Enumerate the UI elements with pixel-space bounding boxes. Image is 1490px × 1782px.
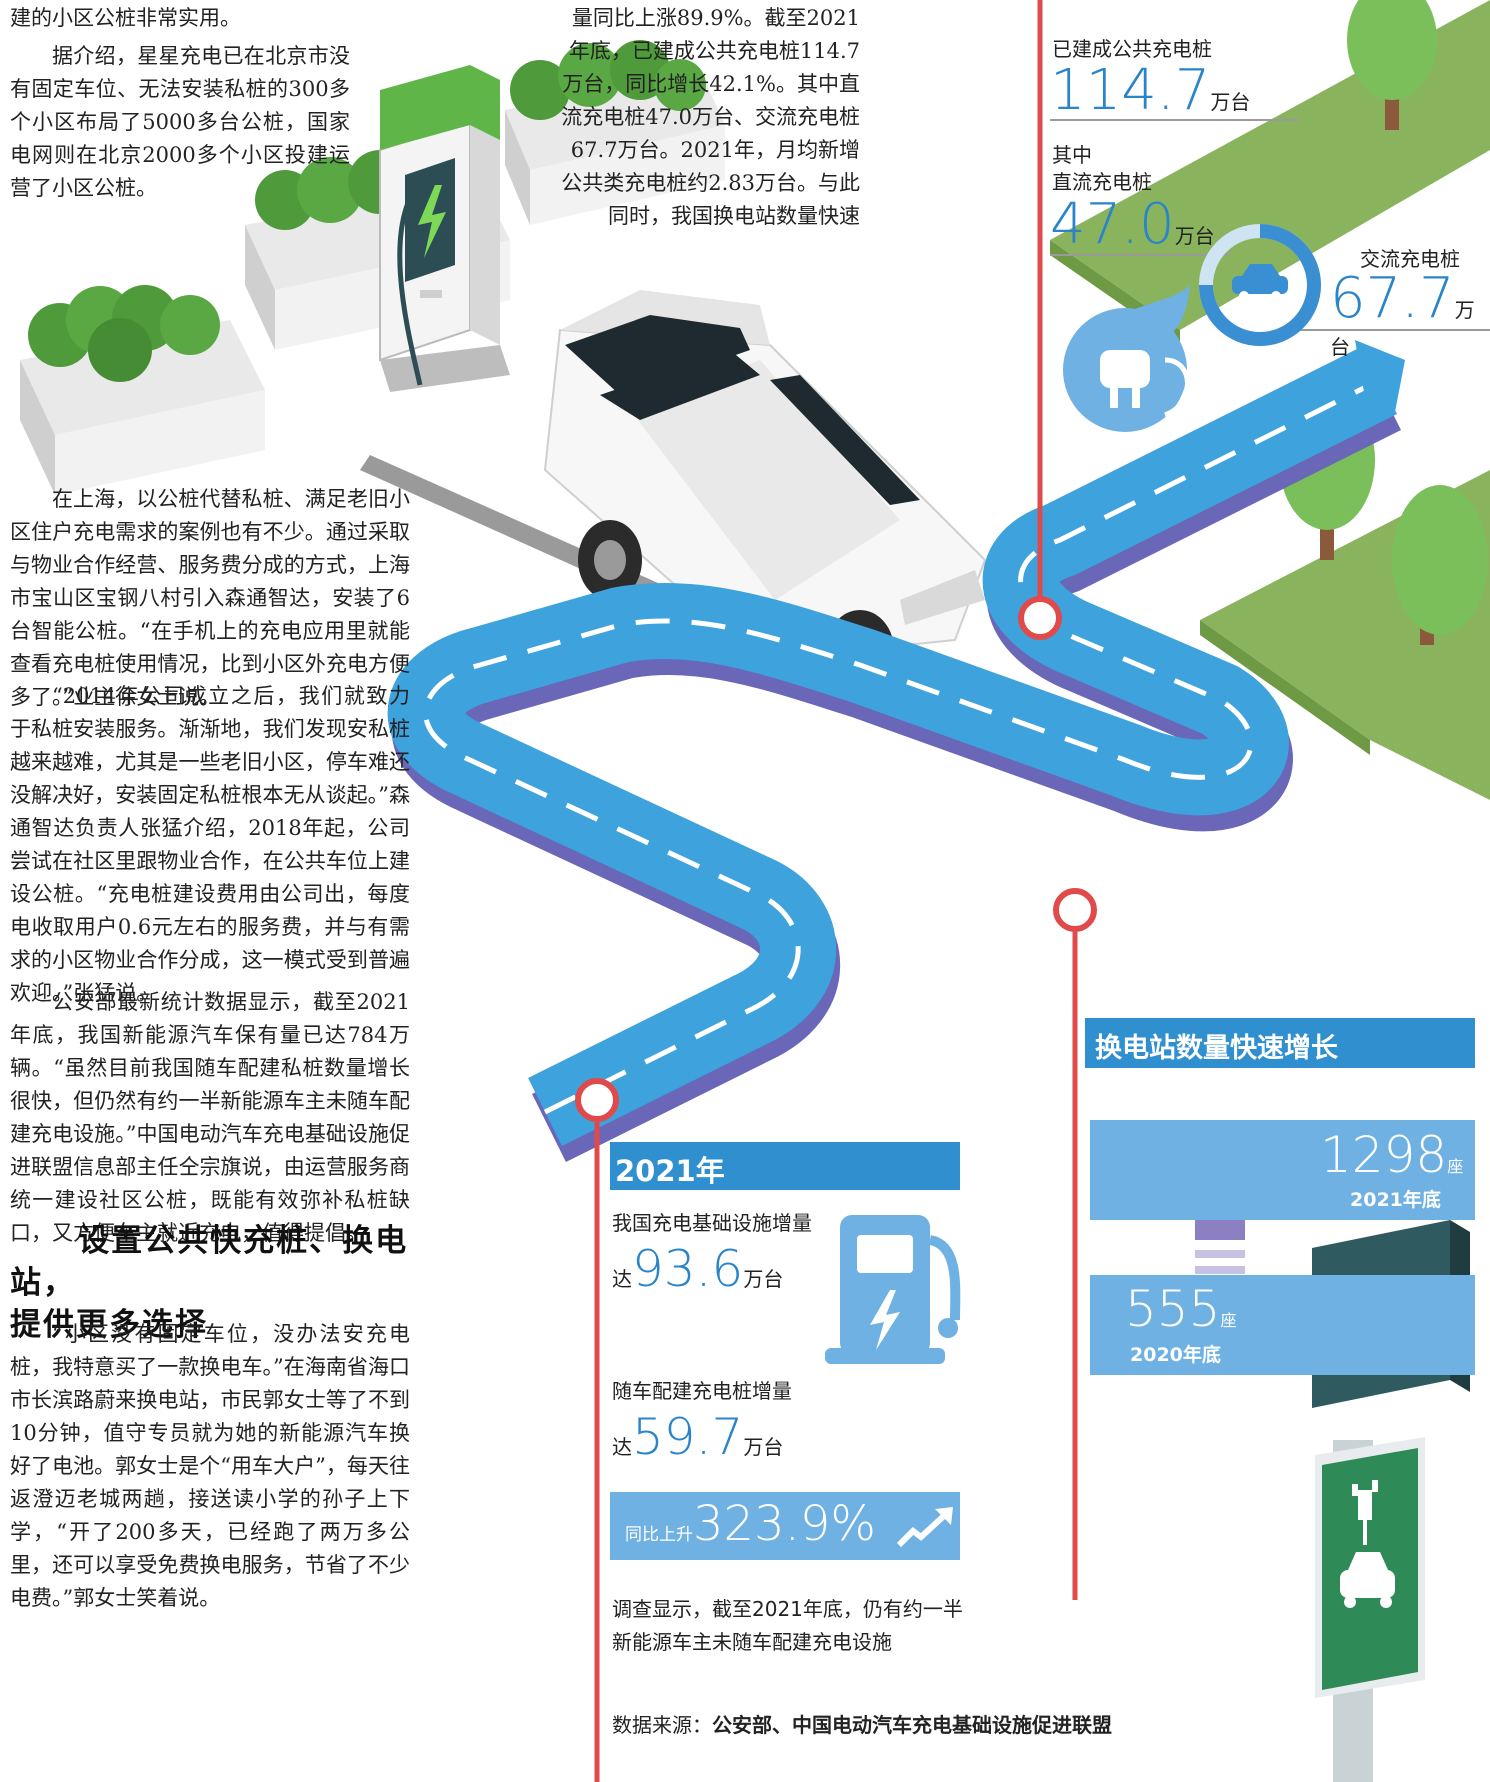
swap-2020-label: 2020年底 xyxy=(1130,1344,1221,1366)
charging-station-illustration xyxy=(379,65,510,392)
article-paragraph-bottom: “小区没有固定车位，没办法安充电桩，我特意买了一款换电车。”在海南省海口市长滨路… xyxy=(10,1322,410,1610)
trend-arrow-icon xyxy=(896,1507,953,1548)
swap-2021-panel xyxy=(1090,1120,1475,1220)
increase-reach: 达 xyxy=(612,1267,632,1291)
timeline-marker-3 xyxy=(575,1078,619,1122)
data-source: 数据来源：公安部、中国电动汽车充电基础设施促进联盟 xyxy=(612,1712,1112,1739)
section-heading-line-2: 提供更多选择 xyxy=(10,1307,208,1343)
dc-unit: 万台 xyxy=(1174,224,1215,248)
article-paragraph-mid-2: “2014年公司成立之后，我们就致力于私桩安装服务。渐渐地，我们发现安私桩越来越… xyxy=(10,684,410,1005)
swap-2021-stat: 1298座 xyxy=(1320,1126,1463,1184)
planter-left xyxy=(20,285,265,495)
dc-stat: 47.0万台 xyxy=(1050,192,1215,257)
public-piles-value: 114.7 xyxy=(1050,58,1211,123)
trees xyxy=(1279,0,1488,645)
vehicle-unit: 万台 xyxy=(743,1435,784,1459)
ac-unit: 万台 xyxy=(1330,298,1475,359)
dc-value: 47.0 xyxy=(1050,192,1175,257)
dc-label: 其中 直流充电桩 xyxy=(1052,143,1152,194)
increase-value: 93.6 xyxy=(632,1240,744,1298)
yoy-stat: 同比上升323.9% xyxy=(625,1496,876,1552)
year-banner xyxy=(610,1142,960,1190)
timeline-marker-2 xyxy=(1053,888,1097,932)
ac-value: 67.7 xyxy=(1330,266,1455,331)
swap-2021-unit: 座 xyxy=(1447,1157,1464,1176)
planter-right xyxy=(505,40,725,225)
year-banner-title: 2021年 xyxy=(615,1154,725,1188)
car-illustration xyxy=(543,290,987,690)
yoy-value: 323.9% xyxy=(693,1496,877,1552)
increase-label: 我国充电基础设施增量 xyxy=(612,1211,812,1235)
swap-2020-panel xyxy=(1090,1275,1475,1375)
yoy-label: 同比上升 xyxy=(625,1525,693,1545)
timeline xyxy=(575,0,1097,1782)
vehicle-stat: 达59.7万台 xyxy=(612,1408,783,1466)
charging-station-icon xyxy=(825,1215,961,1364)
swap-banner-title: 换电站数量快速增长 xyxy=(1095,1033,1338,1064)
data-source-value: 公安部、中国电动汽车充电基础设施促进联盟 xyxy=(712,1713,1112,1737)
survey-note: 调查显示，截至2021年底，仍有约一半 新能源车主未随车配建充电设施 xyxy=(612,1597,963,1654)
article-paragraph-mid-1: 在上海，以公桩代替私桩、满足老旧小区住户充电需求的案例也有不少。通过采取与物业合… xyxy=(10,487,410,709)
data-source-label: 数据来源： xyxy=(612,1713,712,1737)
road xyxy=(387,340,1405,1163)
leaf-plug-icon xyxy=(1063,285,1190,432)
public-piles-stat: 114.7万台 xyxy=(1050,58,1250,123)
increase-unit: 万台 xyxy=(743,1267,784,1291)
section-heading-line-1: 设置公共快充桩、换电站， xyxy=(10,1223,409,1301)
ev-charging-sign-icon xyxy=(1315,1437,1425,1698)
article-paragraph-mid-3: 公安部最新统计数据显示，截至2021年底，我国新能源汽车保有量已达784万辆。“… xyxy=(10,990,410,1245)
car-icon xyxy=(1199,224,1321,346)
section-heading: 设置公共快充桩、换电站， 提供更多选择 xyxy=(10,1220,430,1346)
timeline-marker-1 xyxy=(1018,596,1062,640)
article-paragraph-top-right: 量同比上涨89.9%。截至2021年底，已建成公共充电桩114.7万台，同比增长… xyxy=(561,6,860,228)
vehicle-reach: 达 xyxy=(612,1435,632,1459)
swap-2020-stat: 555座 xyxy=(1125,1280,1236,1338)
swap-banner xyxy=(1085,1018,1475,1068)
road-arrow-head xyxy=(1355,340,1405,412)
vehicle-label: 随车配建充电桩增量 xyxy=(612,1379,792,1403)
ac-label: 交流充电桩 xyxy=(1360,247,1460,271)
swap-2020-value: 555 xyxy=(1125,1280,1221,1338)
swap-2020-unit: 座 xyxy=(1220,1311,1237,1330)
ac-stat: 67.7万台 xyxy=(1330,266,1490,360)
public-piles-unit: 万台 xyxy=(1210,90,1251,114)
swap-2021-value: 1298 xyxy=(1320,1126,1448,1184)
increase-stat: 达93.6万台 xyxy=(612,1240,783,1298)
public-piles-label: 已建成公共充电桩 xyxy=(1052,37,1212,61)
article-paragraph-top-1: 建的小区公桩非常实用。 xyxy=(10,6,241,30)
vehicle-value: 59.7 xyxy=(632,1408,744,1466)
article-paragraph-top-2: 据介绍，星星充电已在北京市没有固定车位、无法安装私桩的300多个小区布局了500… xyxy=(10,44,350,200)
yoy-panel xyxy=(610,1492,960,1560)
swap-2021-label: 2021年底 xyxy=(1350,1189,1441,1211)
